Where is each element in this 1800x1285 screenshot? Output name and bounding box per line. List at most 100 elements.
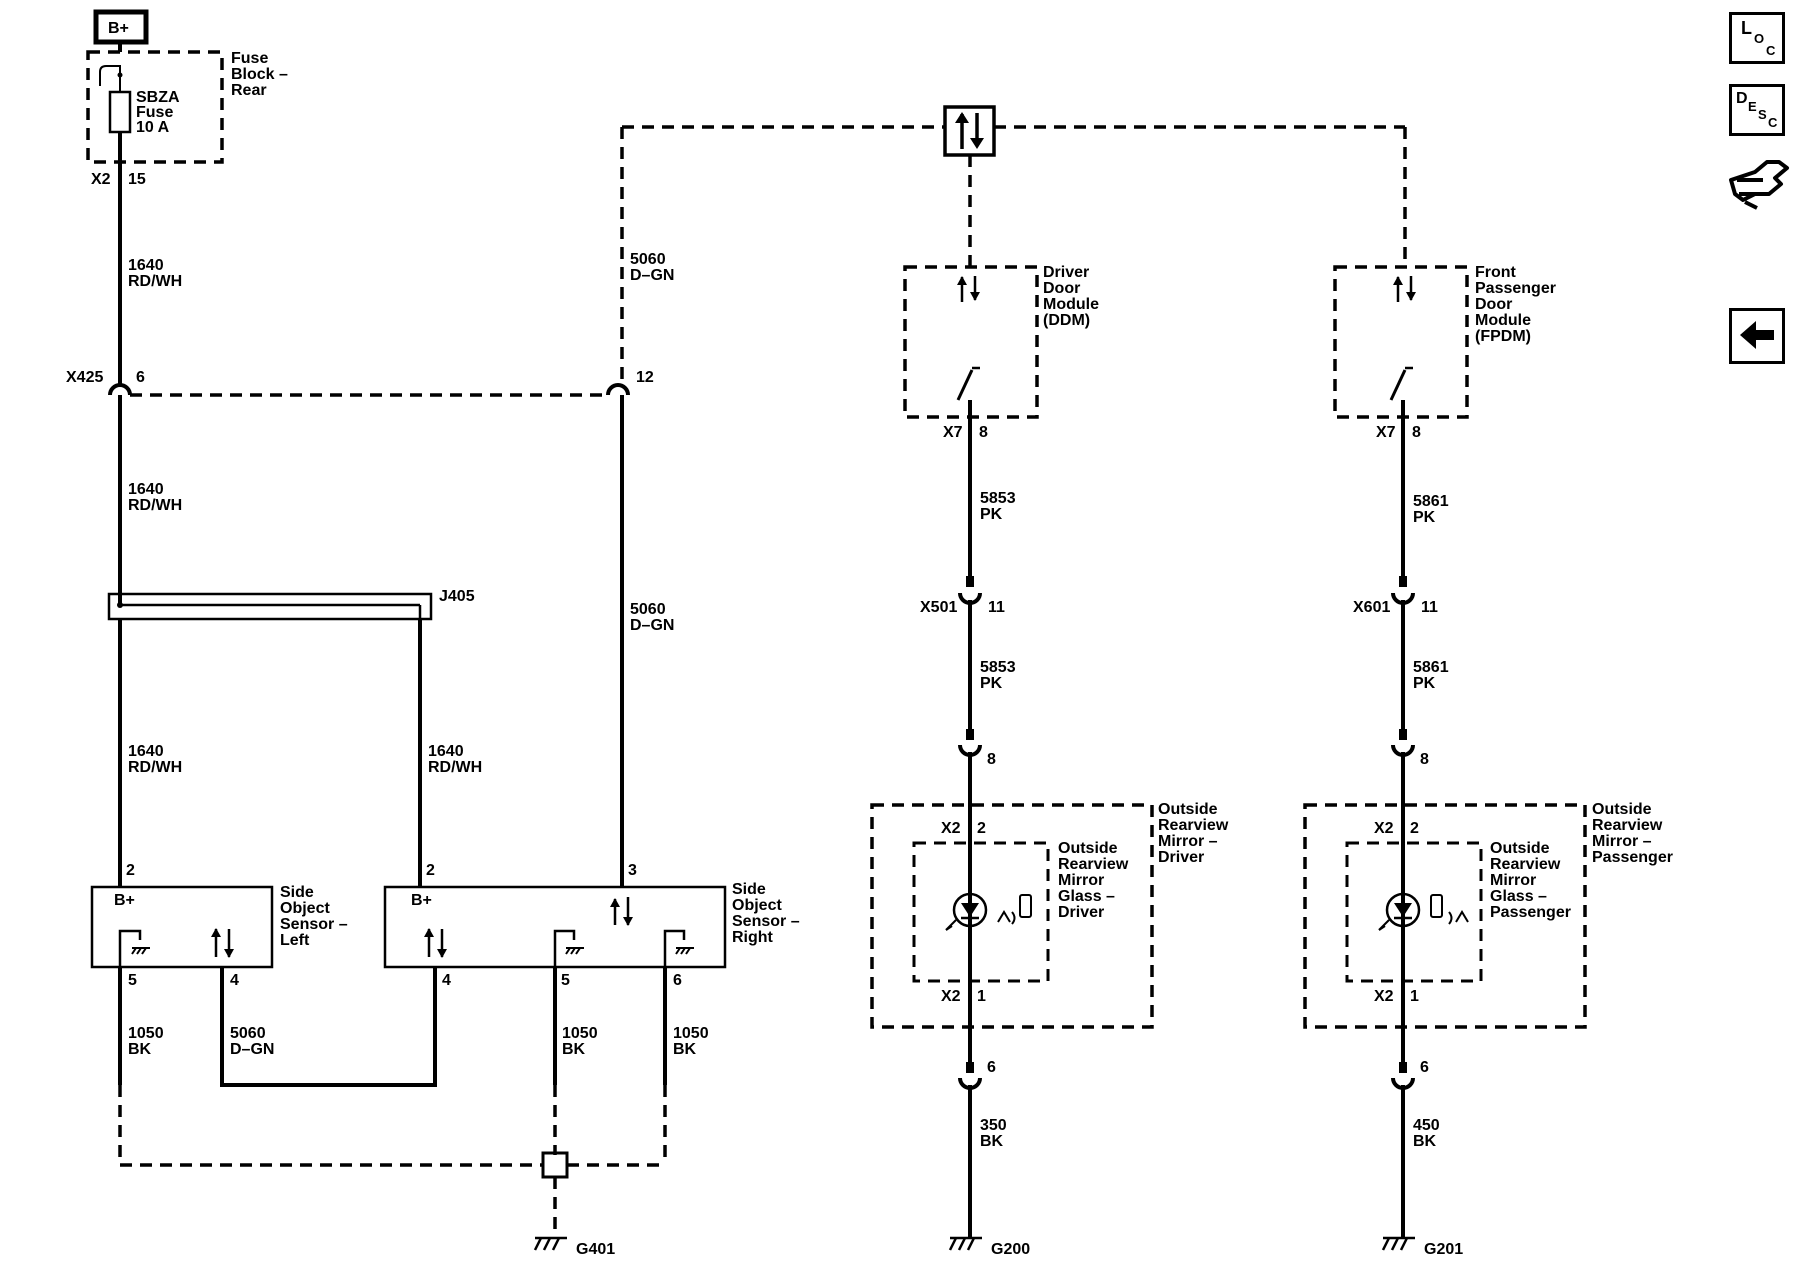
svg-text:5853: 5853 (980, 490, 1016, 507)
svg-text:X2: X2 (91, 171, 111, 188)
x601-connector: X601 11 (1353, 576, 1438, 616)
svg-text:5861: 5861 (1413, 493, 1449, 510)
svg-text:Rearview: Rearview (1592, 817, 1663, 834)
loc-letter-o: O (1754, 31, 1765, 46)
svg-text:Rearview: Rearview (1490, 856, 1561, 873)
svg-text:Rearview: Rearview (1058, 856, 1129, 873)
driver-inline-connector-6: 6 (958, 1059, 996, 1090)
x501-connector: X501 11 (920, 576, 1005, 616)
svg-text:1050: 1050 (562, 1025, 598, 1042)
svg-text:(FPDM): (FPDM) (1475, 328, 1531, 345)
svg-text:1050: 1050 (673, 1025, 709, 1042)
side-object-sensor-left: B+ Side Object Sensor – Left 2 (90, 862, 348, 969)
svg-text:PK: PK (980, 506, 1003, 523)
svg-text:6: 6 (673, 972, 682, 989)
fuse-block-rear: Fuse Block – Rear (86, 50, 288, 164)
svg-text:Rear: Rear (231, 82, 267, 99)
connector-end-view-button[interactable] (1725, 150, 1795, 220)
svg-text:X7: X7 (943, 424, 963, 441)
svg-text:6: 6 (136, 369, 145, 386)
svg-text:Passenger: Passenger (1490, 904, 1571, 921)
svg-text:1050: 1050 (128, 1025, 164, 1042)
svg-text:5853: 5853 (980, 659, 1016, 676)
svg-text:Driver: Driver (1043, 264, 1089, 281)
svg-text:X2: X2 (1374, 988, 1394, 1005)
svg-text:10 A: 10 A (136, 119, 170, 136)
svg-text:B+: B+ (114, 892, 135, 909)
serial-data-bus-icon (943, 105, 996, 157)
ground-g401: G401 (533, 1236, 615, 1258)
svg-text:D–GN: D–GN (630, 267, 674, 284)
svg-text:BK: BK (1413, 1133, 1437, 1150)
svg-text:450: 450 (1413, 1117, 1440, 1134)
svg-text:B+: B+ (411, 892, 432, 909)
svg-text:X2: X2 (941, 820, 961, 837)
svg-text:Driver: Driver (1158, 849, 1204, 866)
description-button[interactable]: D E S C (1729, 84, 1785, 136)
svg-text:B+: B+ (108, 20, 129, 37)
svg-text:Right: Right (732, 929, 774, 946)
svg-text:BK: BK (980, 1133, 1004, 1150)
svg-text:1640: 1640 (128, 743, 164, 760)
svg-text:Passenger: Passenger (1592, 849, 1673, 866)
passenger-inline-connector-6: 6 (1391, 1059, 1429, 1090)
ground-g200: G200 (948, 1236, 1030, 1258)
svg-text:PK: PK (980, 675, 1003, 692)
svg-text:BK: BK (128, 1041, 152, 1058)
svg-text:2: 2 (426, 862, 435, 879)
svg-text:Front: Front (1475, 264, 1517, 281)
svg-text:Mirror –: Mirror – (1158, 833, 1218, 850)
svg-text:RD/WH: RD/WH (128, 273, 182, 290)
svg-text:X425: X425 (66, 369, 103, 386)
svg-text:Object: Object (732, 897, 782, 914)
svg-text:5: 5 (561, 972, 570, 989)
svg-text:Left: Left (280, 932, 310, 949)
svg-text:350: 350 (980, 1117, 1007, 1134)
svg-text:5060: 5060 (630, 251, 666, 268)
outside-rearview-mirror-passenger: Outside Rearview Mirror – Passenger X2 2… (1303, 801, 1673, 1029)
svg-text:2: 2 (126, 862, 135, 879)
svg-text:Outside: Outside (1058, 840, 1118, 857)
svg-text:2: 2 (977, 820, 986, 837)
svg-text:11: 11 (1421, 599, 1438, 616)
svg-text:8: 8 (1412, 424, 1421, 441)
svg-text:Mirror: Mirror (1058, 872, 1104, 889)
svg-text:RD/WH: RD/WH (128, 497, 182, 514)
svg-text:J405: J405 (439, 588, 475, 605)
svg-text:5060: 5060 (630, 601, 666, 618)
svg-text:1640: 1640 (128, 257, 164, 274)
loc-letter-l: L (1741, 18, 1752, 38)
passenger-inline-connector-8: 8 (1391, 729, 1429, 768)
connector-end-view-icon (1729, 160, 1789, 210)
svg-text:5861: 5861 (1413, 659, 1449, 676)
j405-splice: J405 (107, 588, 475, 621)
svg-text:Rearview: Rearview (1158, 817, 1229, 834)
x425-connector: X425 6 12 (66, 369, 654, 397)
svg-text:Module: Module (1043, 296, 1099, 313)
location-button[interactable]: L O C (1729, 12, 1785, 64)
svg-text:Mirror –: Mirror – (1592, 833, 1652, 850)
svg-text:1640: 1640 (428, 743, 464, 760)
svg-text:Side: Side (732, 881, 766, 898)
svg-text:3: 3 (628, 862, 637, 879)
desc-letter-s: S (1758, 107, 1767, 122)
battery-terminal: B+ (93, 9, 149, 45)
sbza-fuse: SBZA Fuse 10 A (99, 65, 180, 136)
svg-text:D–GN: D–GN (630, 617, 674, 634)
svg-text:4: 4 (230, 972, 239, 989)
svg-text:11: 11 (988, 599, 1005, 616)
svg-text:Door: Door (1043, 280, 1080, 297)
svg-text:Mirror: Mirror (1490, 872, 1536, 889)
svg-text:PK: PK (1413, 509, 1436, 526)
svg-text:Glass –: Glass – (1058, 888, 1115, 905)
svg-text:X501: X501 (920, 599, 957, 616)
svg-text:X2: X2 (941, 988, 961, 1005)
desc-letter-e: E (1748, 99, 1757, 114)
svg-text:Sensor –: Sensor – (732, 913, 800, 930)
svg-text:6: 6 (987, 1059, 996, 1076)
svg-text:Outside: Outside (1592, 801, 1652, 818)
back-button[interactable] (1729, 308, 1785, 364)
back-arrow-icon (1740, 321, 1774, 349)
svg-text:RD/WH: RD/WH (128, 759, 182, 776)
